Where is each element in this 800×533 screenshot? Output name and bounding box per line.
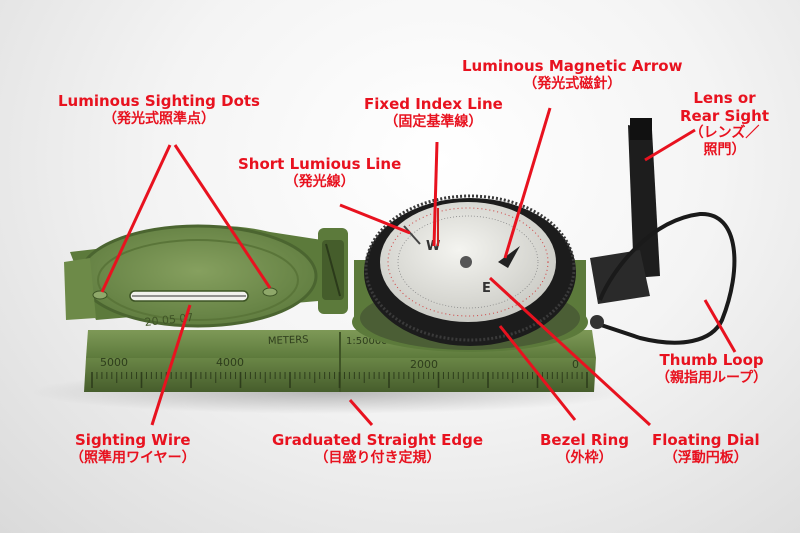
leader-thumb-loop bbox=[703, 299, 737, 353]
label-en: Short Lumious Line bbox=[238, 155, 402, 173]
label-jp: （浮動円板） bbox=[663, 449, 748, 466]
label-short-lumious-line: Short Lumious Line （発光線） bbox=[238, 155, 402, 190]
label-jp: （照準用ワイヤー） bbox=[70, 449, 196, 466]
label-luminous-sighting-dots: Luminous Sighting Dots （発光式照準点） bbox=[58, 92, 260, 127]
label-jp: （レンズ／ bbox=[689, 125, 760, 142]
label-jp: （発光式照準点） bbox=[103, 110, 215, 127]
label-lens-or-rear-sight: Lens or Rear Sight （レンズ／ 照門） bbox=[680, 89, 769, 158]
leader-magnetic-arrow bbox=[503, 107, 552, 259]
dial-letter-w: W bbox=[426, 239, 440, 254]
leader-rear-sight bbox=[644, 128, 696, 162]
luminous-dot-left bbox=[92, 290, 108, 300]
label-en: Graduated Straight Edge bbox=[272, 431, 484, 449]
label-jp: （発光式磁針） bbox=[523, 75, 622, 92]
label-jp: （固定基準線） bbox=[384, 113, 483, 130]
label-graduated-straight-edge: Graduated Straight Edge （目盛り付き定規） bbox=[272, 431, 484, 466]
compass-body: W E bbox=[352, 194, 588, 352]
leader-straight-edge bbox=[348, 399, 374, 426]
dial-letter-e: E bbox=[482, 281, 491, 296]
luminous-dot-right bbox=[262, 287, 278, 297]
label-luminous-magnetic-arrow: Luminous Magnetic Arrow （発光式磁針） bbox=[462, 57, 683, 92]
meters-label: METERS bbox=[268, 335, 309, 347]
label-sighting-wire: Sighting Wire （照準用ワイヤー） bbox=[70, 431, 196, 466]
label-en: Bezel Ring bbox=[540, 431, 629, 449]
leader-floating-dial bbox=[488, 276, 652, 427]
label-floating-dial: Floating Dial （浮動円板） bbox=[652, 431, 760, 466]
leader-sighting-dot-left bbox=[100, 144, 172, 293]
ruler-number-4000: 4000 bbox=[216, 356, 244, 369]
label-jp: （目盛り付き定規） bbox=[314, 449, 441, 466]
label-en: Fixed Index Line bbox=[364, 95, 503, 113]
label-en: Luminous Magnetic Arrow bbox=[462, 57, 683, 75]
label-en: Luminous Sighting Dots bbox=[58, 92, 260, 110]
label-jp: （親指用ループ） bbox=[656, 369, 768, 386]
ruler-number-2000: 2000 bbox=[410, 358, 438, 371]
ruler-number-0: 0 bbox=[572, 358, 579, 371]
leader-fixed-index bbox=[432, 141, 439, 247]
scale-label: 1:50000 bbox=[346, 336, 388, 347]
lid-engraving: 20 05 07 bbox=[144, 311, 194, 329]
label-bezel-ring: Bezel Ring （外枠） bbox=[540, 431, 629, 466]
sighting-slot bbox=[129, 290, 249, 302]
leader-short-line bbox=[339, 203, 411, 235]
label-en: Lens or bbox=[693, 89, 756, 107]
rear-sight bbox=[590, 118, 660, 304]
hinge bbox=[318, 228, 348, 314]
magnetic-arrow-shape bbox=[498, 246, 520, 268]
label-en-2: Rear Sight bbox=[680, 106, 769, 125]
label-jp: （発光線） bbox=[284, 173, 355, 190]
lid: 20 05 07 bbox=[64, 224, 330, 329]
label-en: Sighting Wire bbox=[75, 431, 191, 449]
label-en: Floating Dial bbox=[652, 431, 760, 449]
short-luminous-line-shape bbox=[403, 225, 421, 245]
label-fixed-index-line: Fixed Index Line （固定基準線） bbox=[364, 95, 503, 130]
ruler-number-5000: 5000 bbox=[100, 356, 128, 369]
ruler-ticks bbox=[91, 372, 588, 388]
leader-bezel-ring bbox=[498, 325, 577, 421]
leader-sighting-dot-right bbox=[173, 144, 272, 289]
label-thumb-loop: Thumb Loop （親指用ループ） bbox=[656, 351, 768, 386]
leader-sighting-wire bbox=[150, 304, 192, 426]
label-en: Thumb Loop bbox=[659, 351, 764, 369]
label-jp-2: 照門） bbox=[703, 141, 746, 158]
label-jp: （外枠） bbox=[556, 449, 613, 466]
leader-lines bbox=[100, 107, 737, 427]
thumb-loop-shape bbox=[597, 211, 737, 345]
